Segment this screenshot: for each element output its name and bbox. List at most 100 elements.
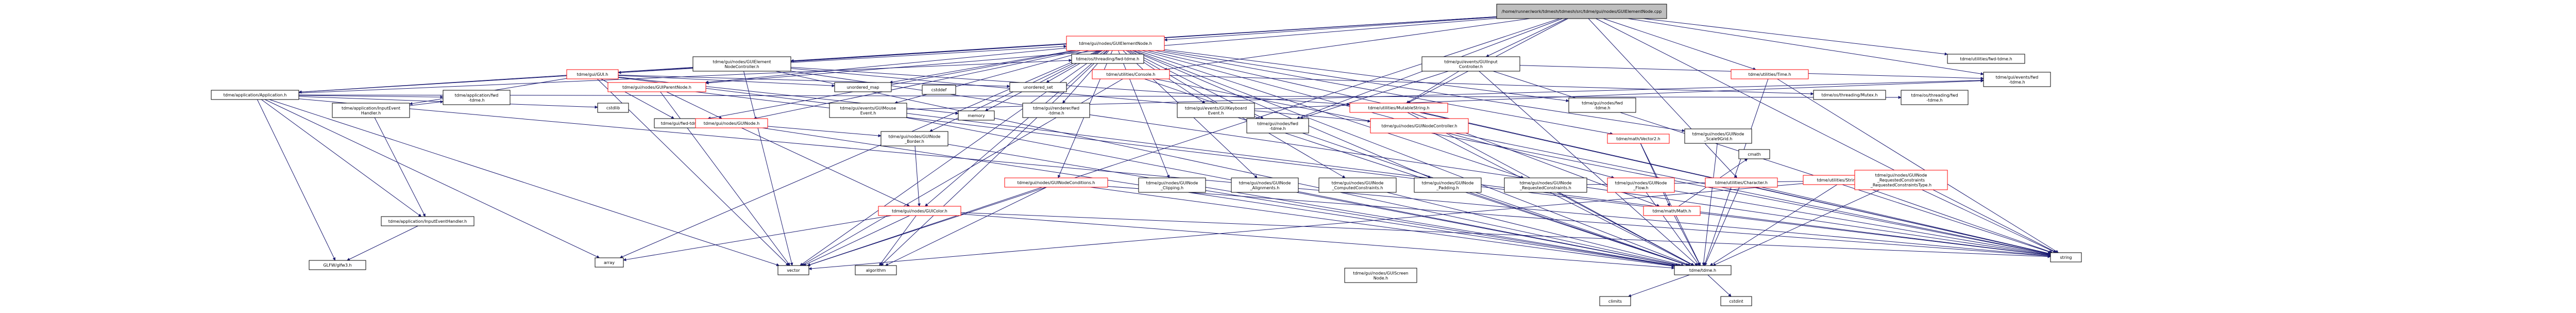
- node-Time_h[interactable]: tdme/utilities/Time.h: [1731, 69, 1809, 79]
- edge-Time_h-to-string: [1777, 78, 2059, 253]
- node-Character_h[interactable]: tdme/utilities/Character.h: [1705, 177, 1778, 188]
- edge-InputCtl_h-to-NodesFwd_h: [1300, 71, 1449, 120]
- node-label: tdme/gui/nodes/GUINode.h: [704, 121, 759, 126]
- edge-App_h-to-vector: [269, 99, 779, 267]
- node-Computed_h[interactable]: tdme/gui/nodes/GUINode_ComputedConstrain…: [1318, 177, 1397, 193]
- node-label: _RequestedConstraints.h: [1519, 186, 1571, 190]
- node-Console_h[interactable]: tdme/utilities/Console.h: [1092, 69, 1170, 79]
- node-unordered_set[interactable]: unordered_set: [1009, 82, 1067, 92]
- node-ElementNode_h[interactable]: tdme/gui/nodes/GUIElementNode.h: [1066, 36, 1165, 51]
- node-NodeCtl_h[interactable]: tdme/gui/nodes/GUINodeController.h: [1370, 118, 1469, 134]
- edge-Flow_h-to-string: [1674, 190, 2051, 256]
- node-label: tdme/utilities/Character.h: [1715, 180, 1768, 185]
- node-ColorFwd_h[interactable]: tdme/gui/nodes/fwd-tdme.h: [1568, 97, 1636, 113]
- node-label: tdme/gui/nodes/fwd: [1257, 121, 1298, 126]
- node-Mutex_h[interactable]: tdme/os/threading/Mutex.h: [1813, 90, 1886, 100]
- edge-root-to-string: [1596, 18, 2057, 253]
- node-GUI_h[interactable]: tdme/gui/GUI.h: [566, 69, 619, 79]
- node-Alignments_h[interactable]: tdme/gui/nodes/GUINode_Alignments.h: [1231, 177, 1299, 193]
- node-label: cstdint: [1729, 299, 1743, 304]
- node-OSfwd_h[interactable]: tdme/os/threading/fwd-tdme.h: [1071, 54, 1144, 64]
- node-RendFwd_h[interactable]: tdme/gui/renderer/fwd-tdme.h: [1022, 103, 1090, 118]
- node-EventsCtl_h[interactable]: tdme/gui/nodes/GUIElementNodeController.…: [692, 56, 791, 72]
- node-vector[interactable]: vector: [777, 265, 809, 275]
- node-ReqType_h[interactable]: tdme/gui/nodes/GUINode_RequestedConstrai…: [1854, 170, 1948, 190]
- node-Conditions_h[interactable]: tdme/gui/nodes/GUINodeConditions.h: [1004, 177, 1108, 188]
- edge-NodeCtl_h-to-tdme_h: [1433, 133, 1694, 266]
- node-array[interactable]: array: [595, 257, 624, 268]
- node-string[interactable]: string: [2050, 252, 2082, 262]
- node-box: [1071, 54, 1144, 64]
- edge-Flow_h-to-tdme_h: [1646, 192, 1700, 266]
- node-Node_h[interactable]: tdme/gui/nodes/GUINode.h: [695, 118, 768, 128]
- node-label: Event.h: [860, 111, 876, 116]
- node-label: tdme/gui/nodes/GUINode: [1615, 180, 1667, 185]
- node-tdme_h[interactable]: tdme/tdme.h: [1674, 265, 1732, 275]
- node-NodeBorder_h[interactable]: tdme/gui/nodes/GUINode_Border.h: [880, 131, 948, 146]
- node-label: tdme/tdme.h: [1689, 268, 1716, 273]
- edge-root-to-Time_h: [1603, 18, 1756, 71]
- node-label: tdme/os/threading/fwd: [1911, 93, 1958, 97]
- node-box: [332, 103, 410, 118]
- node-label: -tdme.h: [1594, 106, 1610, 110]
- node-label: NodeController.h: [724, 64, 759, 69]
- node-label: -tdme.h: [1926, 98, 1942, 103]
- edge-GUI_h-to-vector: [597, 78, 789, 266]
- node-Clipping_h[interactable]: tdme/gui/nodes/GUINode_Clipping.h: [1138, 177, 1206, 193]
- node-Requested_h[interactable]: tdme/gui/nodes/GUINode_RequestedConstrai…: [1504, 177, 1587, 193]
- node-Math_h[interactable]: tdme/math/Math.h: [1643, 206, 1701, 216]
- edge-App_h-to-OSfwd_h: [298, 59, 1072, 93]
- node-Flow_h[interactable]: tdme/gui/nodes/GUINode_Flow.h: [1607, 177, 1675, 193]
- node-label: _RequestedConstraints: [1877, 178, 1925, 183]
- edge-ElementNode_h-to-ColorFwd_h: [1164, 49, 1569, 103]
- node-InputEvt_h[interactable]: tdme/application/InputEventHandler.h: [332, 103, 410, 118]
- node-cstdint[interactable]: cstdint: [1720, 296, 1752, 306]
- node-Fwd_app[interactable]: tdme/application/fwd-tdme.h: [443, 90, 511, 105]
- node-cstdlib[interactable]: cstdlib: [597, 103, 629, 113]
- edge-Vector2_h-to-tdme_h: [1640, 143, 1701, 266]
- node-root[interactable]: /home/runner/work/tdmesh/tdmesh/src/tdme…: [1496, 4, 1667, 19]
- node-Vector2_h[interactable]: tdme/math/Vector2.h: [1607, 134, 1670, 144]
- node-memory[interactable]: memory: [958, 110, 995, 121]
- node-MutableString_h[interactable]: tdme/utilities/MutableString.h: [1349, 103, 1448, 113]
- node-Padding_h[interactable]: tdme/gui/nodes/GUINode_Padding.h: [1414, 177, 1482, 193]
- node-ParentNode_h[interactable]: tdme/gui/nodes/GUIParentNode.h: [607, 82, 706, 92]
- node-GLFW_h[interactable]: GLFW/glfw3.h: [309, 260, 366, 270]
- node-box: [1496, 4, 1667, 19]
- node-cmath[interactable]: cmath: [1738, 149, 1770, 159]
- node-App_h[interactable]: tdme/application/Application.h: [211, 90, 299, 100]
- edge-EventsCtl_h-to-string: [790, 71, 2051, 256]
- node-label: Handler.h: [361, 111, 381, 116]
- edge-ElementNode_h-to-ParentNode_h: [705, 47, 1067, 84]
- node-NodesFwd_h[interactable]: tdme/gui/nodes/fwd-tdme.h: [1246, 118, 1309, 134]
- node-label: unordered_map: [846, 85, 879, 90]
- node-EvFwd_h[interactable]: tdme/gui/events/fwd-tdme.h: [1983, 72, 2051, 87]
- node-Mutex_fwd[interactable]: tdme/os/threading/fwd-tdme.h: [1901, 90, 1969, 105]
- node-algorithm[interactable]: algorithm: [855, 265, 897, 275]
- edge-ElementNode_h-to-GuiColor_h: [925, 50, 1107, 207]
- edge-InputCtl_h-to-tdme_h: [1479, 71, 1698, 266]
- node-box: [1177, 103, 1255, 118]
- node-unordered_map[interactable]: unordered_map: [834, 82, 892, 92]
- node-box: [1092, 69, 1170, 79]
- node-climits[interactable]: climits: [1599, 296, 1631, 306]
- node-InputFw_h[interactable]: tdme/application/InputEventHandler.h: [381, 216, 474, 226]
- edge-ElementNode_h-to-tdme_h: [1134, 50, 1691, 266]
- node-UtilFwd_h[interactable]: tdme/utilities/fwd-tdme.h: [1947, 54, 2025, 64]
- edge-InputCtl_h-to-MutableString_h: [1406, 71, 1460, 104]
- node-cstddef[interactable]: cstddef: [922, 85, 956, 95]
- node-box: [1504, 177, 1587, 193]
- node-box: [880, 131, 948, 146]
- edge-root-to-UtilFwd_h: [1643, 18, 1948, 56]
- edge-Conditions_h-to-tdme_h: [1090, 187, 1675, 268]
- node-Scale9_h[interactable]: tdme/gui/nodes/GUINode_Scale9Grid.h: [1684, 128, 1752, 144]
- node-box: [777, 265, 809, 275]
- node-GuiColor_h[interactable]: tdme/gui/nodes/GUIColor.h: [878, 206, 961, 216]
- edge-ElementNode_h-to-Requested_h: [1137, 50, 1524, 179]
